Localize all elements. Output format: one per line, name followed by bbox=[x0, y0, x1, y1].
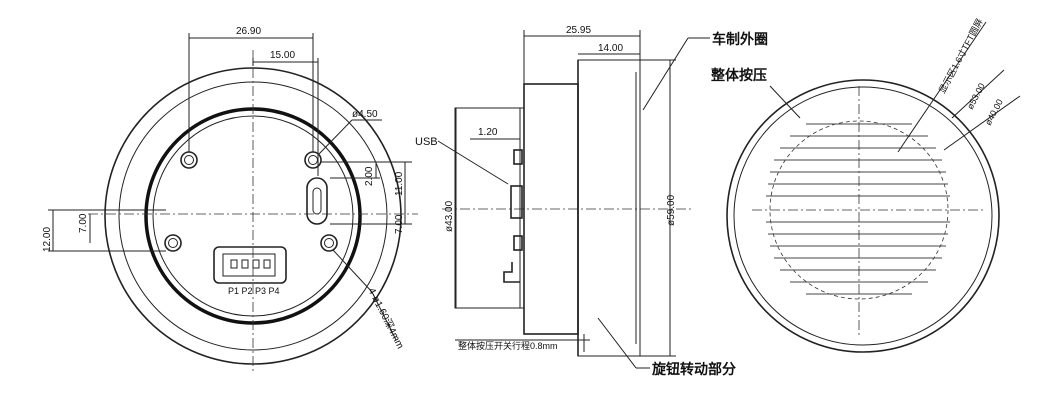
side-usb-bump bbox=[513, 235, 523, 251]
pin-connector-icon bbox=[213, 246, 287, 284]
side-usb-bump bbox=[503, 262, 520, 283]
mounting-hole bbox=[164, 234, 182, 252]
side-usb-bump bbox=[513, 149, 523, 165]
dim-ring-length: 14.00 bbox=[598, 43, 623, 54]
back-screen-circle bbox=[769, 120, 949, 300]
label-press: 整体按压 bbox=[710, 67, 767, 83]
dim-usb-half: 7.00 bbox=[394, 214, 405, 234]
side-rear-body bbox=[454, 107, 525, 309]
side-view: 25.95 14.00 1.20 ø43.00 ø59.00 整体按压开关行程0… bbox=[415, 25, 768, 377]
dim-dia-40: ø40.00 bbox=[983, 97, 1005, 126]
dim-outer-dia: ø59.00 bbox=[666, 194, 677, 226]
dim-width-outer: 26.90 bbox=[236, 26, 261, 37]
dim-screw-spec: 4-ø1.60深4mm bbox=[365, 286, 406, 351]
label-rotating-part: 旋钮转动部分 bbox=[651, 361, 736, 377]
side-usb-bump bbox=[510, 185, 523, 219]
dim-left-total: 12.00 bbox=[42, 227, 53, 252]
dim-usb-gap: 1.20 bbox=[478, 127, 498, 138]
front-view: P1 P2 P3 P4 26.90 15.00 ø4.50 2.00 11.00… bbox=[42, 26, 418, 372]
back-outer-circle bbox=[726, 79, 1000, 353]
dim-dia-53: ø53.00 bbox=[965, 81, 987, 110]
mounting-hole bbox=[180, 151, 198, 169]
speaker-grille bbox=[766, 123, 950, 295]
usb-port-icon bbox=[306, 177, 328, 225]
dim-press-travel: 整体按压开关行程0.8mm bbox=[458, 340, 558, 351]
side-outer-ring bbox=[577, 59, 641, 357]
dim-body-dia: ø43.00 bbox=[444, 200, 455, 232]
label-outer-ring: 车制外圈 bbox=[712, 31, 768, 47]
dim-total-length: 25.95 bbox=[566, 25, 591, 36]
dim-left-half: 7.00 bbox=[78, 213, 89, 233]
dim-width-inner: 15.00 bbox=[270, 50, 295, 61]
mounting-hole bbox=[320, 234, 338, 252]
label-usb: USB bbox=[415, 136, 438, 148]
dim-usb-height: 11.00 bbox=[394, 171, 405, 196]
dim-usb-offset: 2.00 bbox=[364, 166, 375, 186]
back-view: 整体按压 显示区1.6寸TFT圆屏 ø53.00 ø40.00 bbox=[710, 16, 1021, 353]
back-ring-circle bbox=[733, 86, 993, 346]
dim-hole-dia: ø4.50 bbox=[352, 109, 378, 120]
connector-pin-labels: P1 P2 P3 P4 bbox=[228, 286, 280, 296]
